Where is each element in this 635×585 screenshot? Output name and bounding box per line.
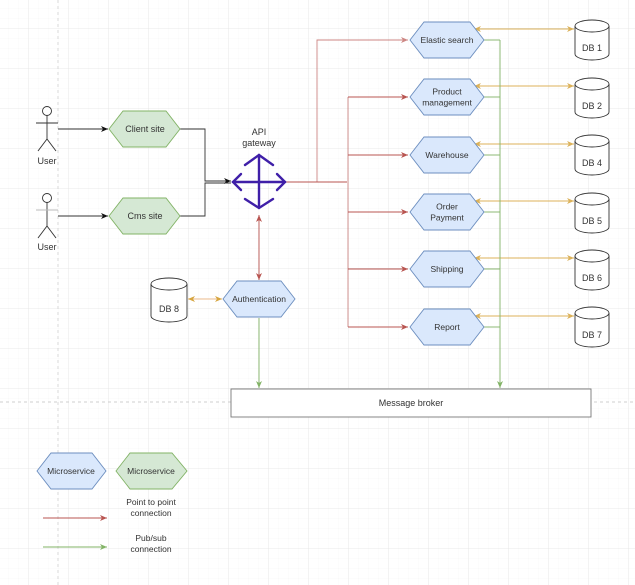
- service-label: Warehouse: [425, 150, 468, 160]
- broker-label: Message broker: [379, 398, 444, 408]
- service-label: Authentication: [232, 294, 286, 304]
- database-label: DB 4: [582, 158, 602, 168]
- service-label: Product: [432, 87, 462, 97]
- actor-user2[interactable]: User: [36, 193, 58, 253]
- actor-head-icon: [42, 193, 52, 203]
- service-warehouse[interactable]: Warehouse: [409, 136, 485, 174]
- gateway-label-line2: gateway: [242, 138, 276, 148]
- database-db8[interactable]: DB 8: [150, 277, 188, 323]
- service-label: Order: [436, 202, 458, 212]
- database-label: DB 5: [582, 216, 602, 226]
- services: Elastic searchProductmanagementWarehouse…: [409, 21, 485, 346]
- service-elastic-search[interactable]: Elastic search: [409, 21, 485, 59]
- message-broker[interactable]: Message broker: [230, 388, 592, 418]
- legend-p2p-label-line1: Point to point: [126, 497, 176, 507]
- api-gateway[interactable]: API gateway: [231, 127, 287, 210]
- database-label: DB 6: [582, 273, 602, 283]
- actor-user1[interactable]: User: [36, 106, 58, 167]
- legend-frontend-label: Microservice: [127, 466, 175, 476]
- legend: Microservice Microservice Point to point…: [36, 452, 188, 554]
- connectors: [58, 37, 408, 388]
- service-label: Payment: [430, 213, 464, 223]
- gateway-label-line1: API: [252, 127, 267, 137]
- legend-service-shape: Microservice: [36, 452, 107, 490]
- frontend-label: Client site: [125, 124, 165, 134]
- database-db4[interactable]: DB 4: [574, 134, 610, 176]
- actor-label: User: [37, 156, 56, 166]
- database-label: DB 2: [582, 101, 602, 111]
- legend-pubsub-label-line1: Pub/sub: [135, 533, 166, 543]
- database-db5[interactable]: DB 5: [574, 192, 610, 234]
- database-db7[interactable]: DB 7: [574, 306, 610, 348]
- gateway-to-elastic-search-edge[interactable]: [316, 37, 408, 182]
- frontend-cms-site[interactable]: Cms site: [108, 197, 181, 235]
- actor-label: User: [37, 242, 56, 252]
- database-label: DB 1: [582, 43, 602, 53]
- legend-service-label: Microservice: [47, 466, 95, 476]
- frontend-label: Cms site: [127, 211, 162, 221]
- legend-frontend-shape: Microservice: [115, 452, 188, 490]
- service-label: management: [422, 98, 472, 108]
- database-db6[interactable]: DB 6: [574, 249, 610, 291]
- service-authentication[interactable]: Authentication: [222, 280, 296, 318]
- service-edges: [348, 26, 574, 330]
- service-label: Elastic search: [421, 35, 474, 45]
- service-shipping[interactable]: Shipping: [409, 250, 485, 288]
- actor-head-icon: [42, 106, 52, 116]
- frontend-client-site[interactable]: Client site: [108, 110, 181, 148]
- client-site-to-gateway-edge[interactable]: [180, 128, 231, 184]
- service-label: Shipping: [430, 264, 463, 274]
- database-db2[interactable]: DB 2: [574, 77, 610, 119]
- cms-site-to-gateway-edge[interactable]: [180, 182, 231, 217]
- legend-pubsub-label-line2: connection: [130, 544, 171, 554]
- database-label: DB 7: [582, 330, 602, 340]
- gateway-icon: [231, 153, 287, 210]
- databases: DB 1 DB 2 DB 4 DB 5 DB 6 DB 7: [574, 19, 610, 348]
- database-label: DB 8: [159, 304, 179, 314]
- legend-p2p-label-line2: connection: [130, 508, 171, 518]
- service-label: Report: [434, 322, 460, 332]
- database-db1[interactable]: DB 1: [574, 19, 610, 61]
- service-report[interactable]: Report: [409, 308, 485, 346]
